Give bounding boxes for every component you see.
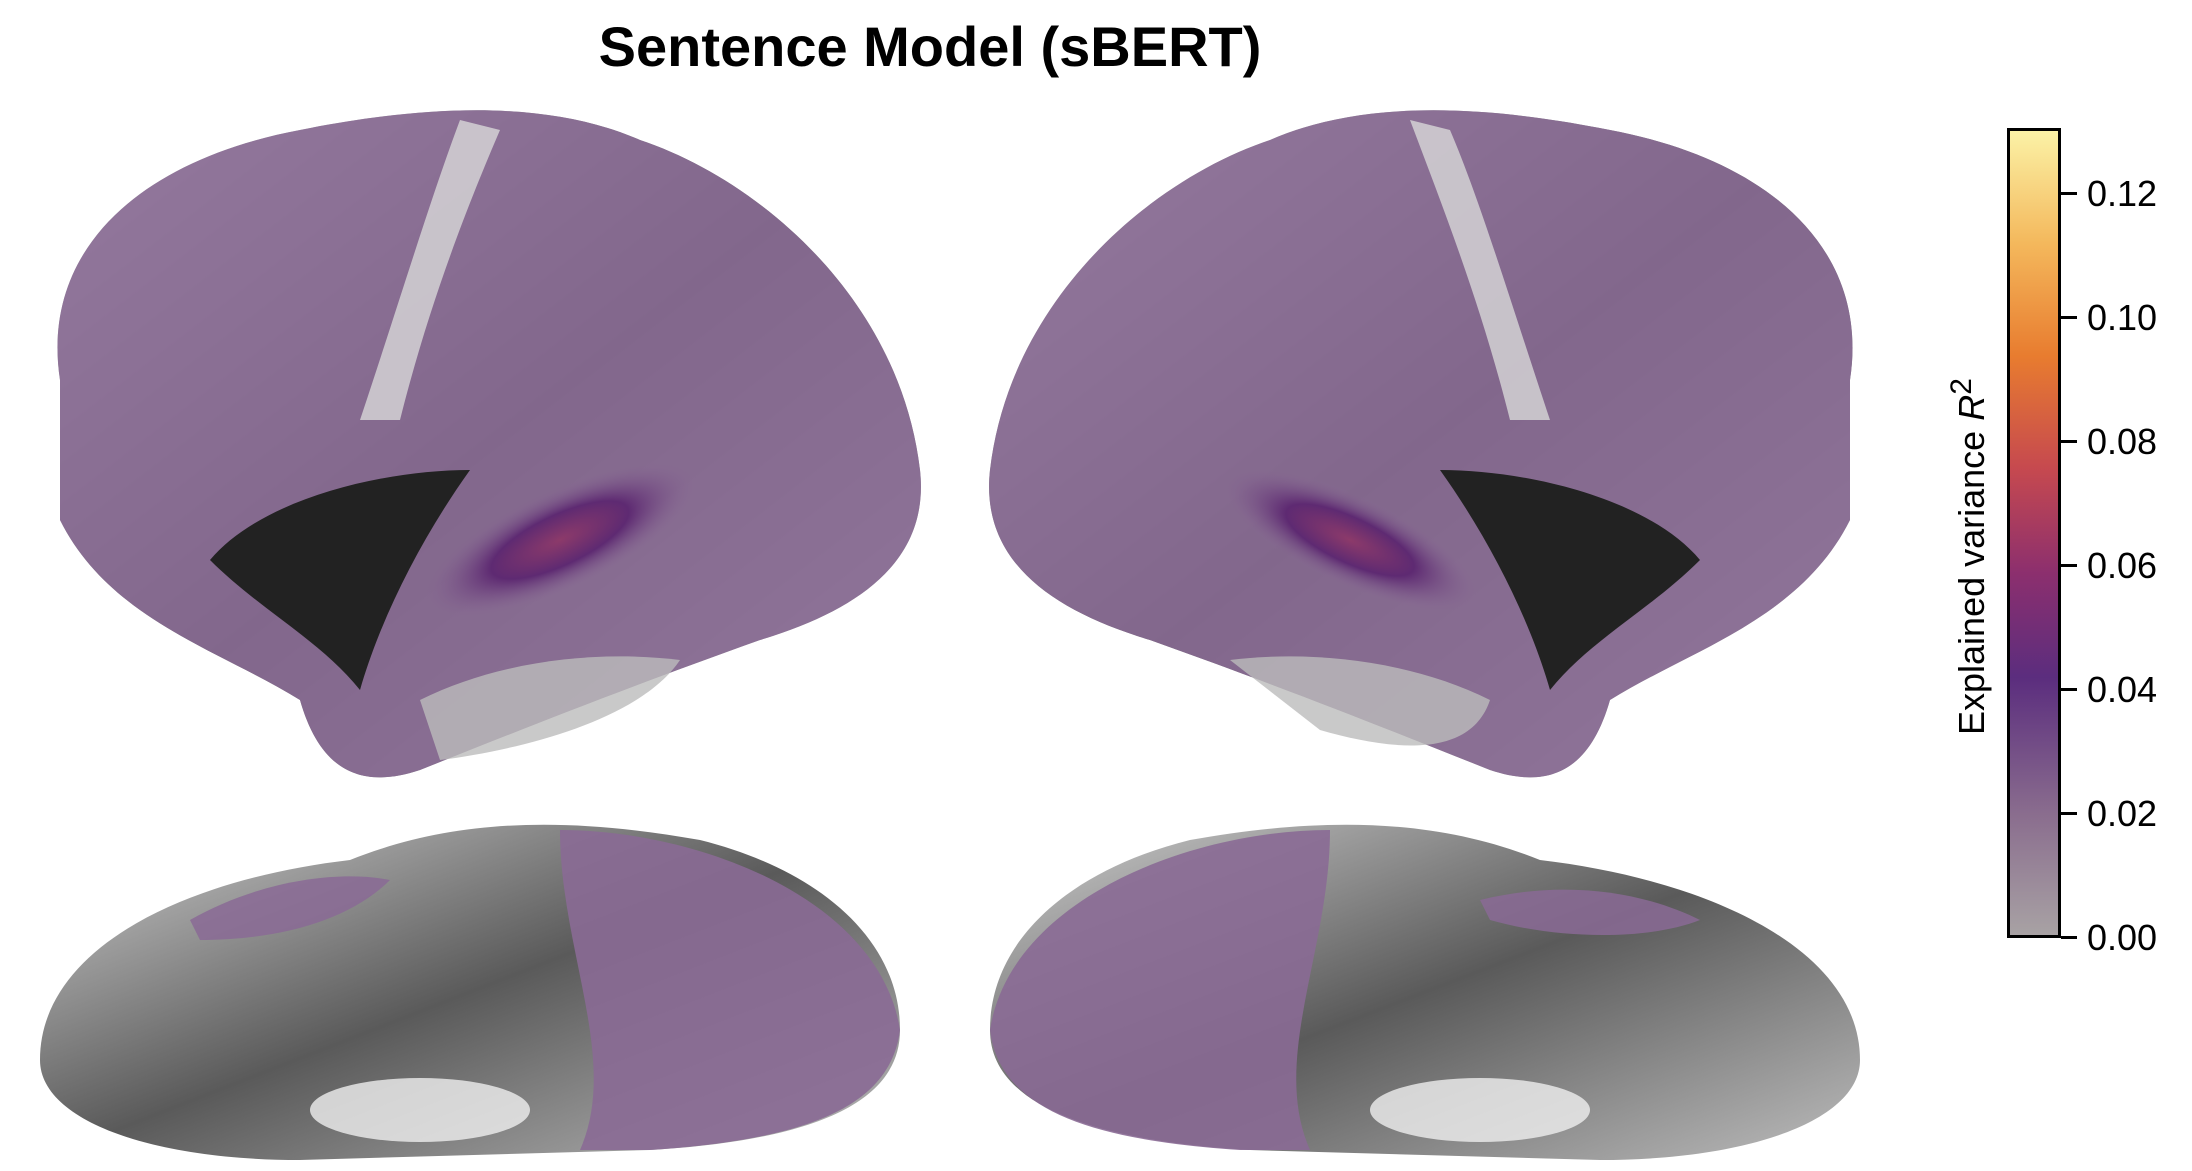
figure-title: Sentence Model (sBERT) — [598, 15, 1262, 78]
left-lateral-view — [57, 110, 921, 778]
colorbar-tick-label: 0.06 — [2087, 545, 2158, 586]
right-lateral-view — [989, 110, 1853, 778]
colorbar-tick-label: 0.12 — [2087, 173, 2158, 214]
colorbar-tick-label: 0.10 — [2087, 297, 2158, 338]
colorbar-tick — [2061, 936, 2077, 939]
right-ventral-view — [990, 824, 1860, 1160]
colorbar-label: Explained variance R2 — [1945, 378, 1992, 735]
colorbar-tick — [2061, 316, 2077, 319]
colorbar-tick-label: 0.00 — [2087, 917, 2158, 958]
colorbar-tick — [2061, 192, 2077, 195]
colorbar-tick — [2061, 564, 2077, 567]
colorbar-tick-label: 0.08 — [2087, 421, 2158, 462]
colorbar-tick — [2061, 688, 2077, 691]
colorbar-tick — [2061, 440, 2077, 443]
colorbar-tick — [2061, 812, 2077, 815]
colorbar-tick-label: 0.02 — [2087, 793, 2158, 834]
colorbar — [2007, 128, 2061, 938]
left-ventral-view — [40, 824, 900, 1160]
colorbar-tick-label: 0.04 — [2087, 669, 2158, 710]
brain-surface-views — [40, 110, 1860, 1160]
